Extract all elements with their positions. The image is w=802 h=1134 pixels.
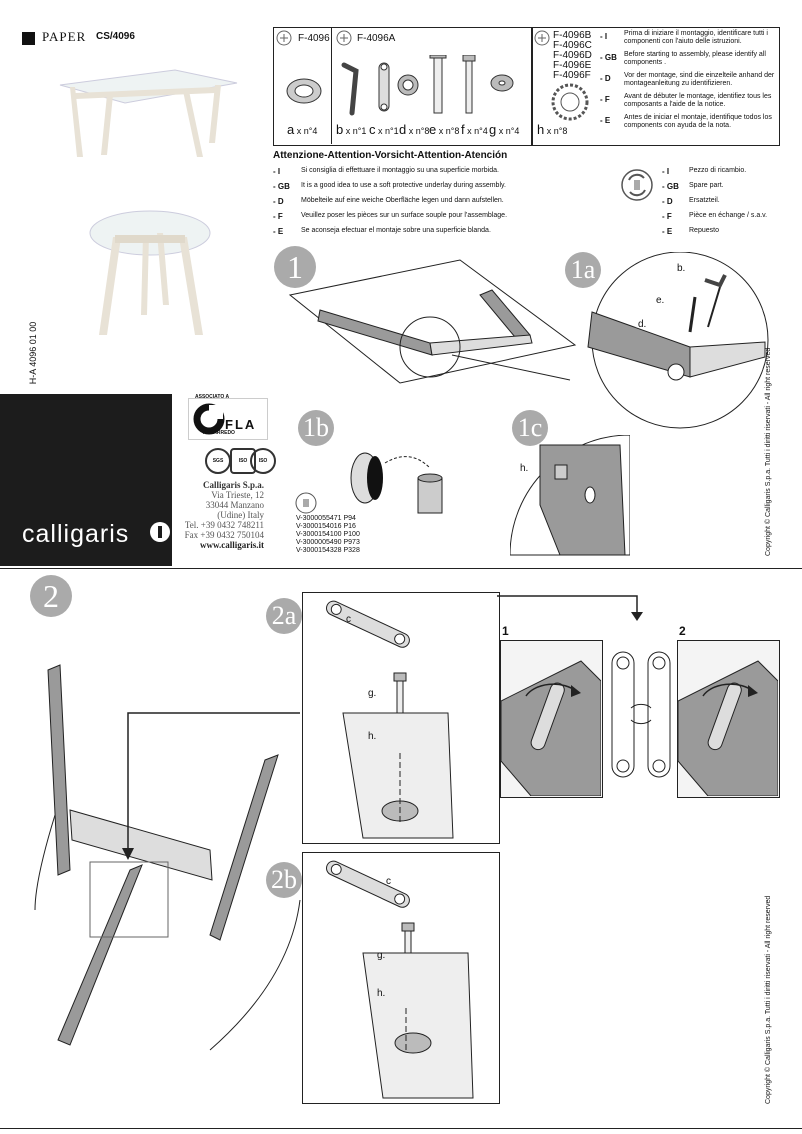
- product-title: PAPER: [42, 29, 87, 44]
- product-code-f4096: F-4096: [298, 33, 330, 44]
- part-f-qty: f x n°4: [461, 122, 488, 137]
- sub-step-2-drawing: [678, 660, 778, 796]
- brand-name: calligaris: [22, 520, 130, 548]
- label-g-2b: g.: [377, 950, 386, 961]
- fla-logo: [188, 398, 268, 440]
- address-tel: Tel. +39 0432 748211: [184, 520, 264, 530]
- sub-step-1-label: 1: [502, 624, 509, 638]
- step1c-detail: [510, 435, 630, 556]
- rectangular-table-image: [59, 69, 238, 157]
- sub-step-1-drawing: [501, 660, 601, 796]
- address-fax: Fax +39 0432 750104: [184, 530, 264, 540]
- part-d-qty: d x n°8: [399, 122, 430, 137]
- step-1c-badge: 1c: [512, 410, 548, 446]
- company-address: Calligaris S.p.a. Via Trieste, 12 33044 …: [185, 480, 264, 550]
- parts-box-right: [531, 27, 780, 146]
- part-b-qty: b x n°1: [336, 122, 367, 137]
- section-divider: [0, 568, 802, 569]
- step2a-drawing: [326, 600, 454, 839]
- step1a-detail: [587, 252, 769, 429]
- copyright-top: Copyright © Calligaris S.p.a. Tutti i di…: [765, 347, 772, 556]
- step1b-drawing: [350, 452, 443, 514]
- label-g-2a: g.: [368, 688, 377, 699]
- bottom-border: [0, 1128, 802, 1129]
- assarredo-label: ASSARREDO: [203, 430, 235, 436]
- parts-box-left: [273, 27, 533, 146]
- round-table-image: [89, 210, 211, 335]
- iso-badge-2: ISO: [250, 448, 276, 474]
- label-c-2b: c: [386, 876, 391, 887]
- accredited-label: ASSOCIATO A: [195, 394, 230, 400]
- product-code: CS/4096: [96, 31, 135, 42]
- label-b: b.: [677, 263, 686, 274]
- copyright-bottom: Copyright © Calligaris S.p.a. Tutti i di…: [765, 895, 772, 1104]
- fla-label: FLA: [225, 417, 257, 432]
- hardware-icon: [336, 30, 352, 46]
- label-c-2a: c: [346, 614, 351, 625]
- label-h-1c: h.: [520, 463, 529, 474]
- step1-diagram: [288, 259, 577, 384]
- spanner-rotation-drawing: [611, 651, 671, 778]
- company-name: Calligaris S.p.a.: [202, 480, 264, 490]
- step-1b-badge: 1b: [298, 410, 334, 446]
- spare-part-icon: [621, 169, 653, 201]
- sub-step-arrow: [497, 595, 643, 621]
- part-g-washer: [490, 74, 514, 92]
- address-web: www.calligaris.it: [200, 540, 264, 550]
- part-a-qty: a x n°4: [287, 122, 318, 137]
- part-b-allen-key: [341, 62, 359, 116]
- address-city: 33044 Manzano: [205, 500, 264, 510]
- product-codes-right: F-4096B F-4096C F-4096D F-4096E F-4096F: [553, 30, 592, 81]
- step-2b-badge: 2b: [266, 862, 302, 898]
- part-c-qty: c x n°1: [369, 122, 399, 137]
- sgs-badge: SGS: [205, 448, 231, 474]
- part-d-washer: [397, 74, 419, 96]
- step-1a-badge: 1a: [565, 252, 601, 288]
- hardware-icon: [276, 30, 292, 46]
- parts-drawings: [286, 55, 514, 116]
- part-g-qty: g x n°4: [489, 122, 520, 137]
- part-f-bolt: [462, 55, 476, 114]
- address-street: Via Trieste, 12: [211, 490, 264, 500]
- header-square-icon: [22, 32, 35, 45]
- step2b-drawing: [326, 860, 474, 1099]
- attention-title: Attenzione-Attention-Vorsicht-Attention-…: [273, 150, 508, 161]
- part-c-spanner: [378, 62, 390, 112]
- brand-box: [0, 394, 172, 566]
- spare-codes-list: V-3000055471 P94 V-3000154016 P16 V-3000…: [296, 515, 360, 554]
- part-h-washer: [551, 83, 589, 121]
- hardware-icon: [534, 30, 550, 46]
- step2-arrow: [122, 712, 300, 860]
- spare-part-icon: [295, 492, 317, 514]
- address-region: (Udine) Italy: [217, 510, 264, 520]
- sub-step-2-label: 2: [679, 624, 686, 638]
- step-1-badge: 1: [274, 246, 316, 288]
- step2-frame-drawing: [34, 664, 301, 1051]
- doc-code: H-A 4096 01 00: [28, 321, 38, 385]
- part-e-qty: e x n°8: [429, 122, 460, 137]
- label-e: e.: [656, 295, 665, 306]
- part-e-screw: [429, 55, 447, 114]
- brand-logo-icon: [150, 522, 170, 542]
- step-2-badge: 2: [30, 575, 72, 617]
- step-2a-badge: 2a: [266, 598, 302, 634]
- label-d: d.: [638, 319, 647, 330]
- part-h-qty: h x n°8: [537, 122, 568, 137]
- product-code-f4096a: F-4096A: [357, 33, 396, 44]
- label-h-2b: h.: [377, 988, 386, 999]
- label-h-2a: h.: [368, 731, 377, 742]
